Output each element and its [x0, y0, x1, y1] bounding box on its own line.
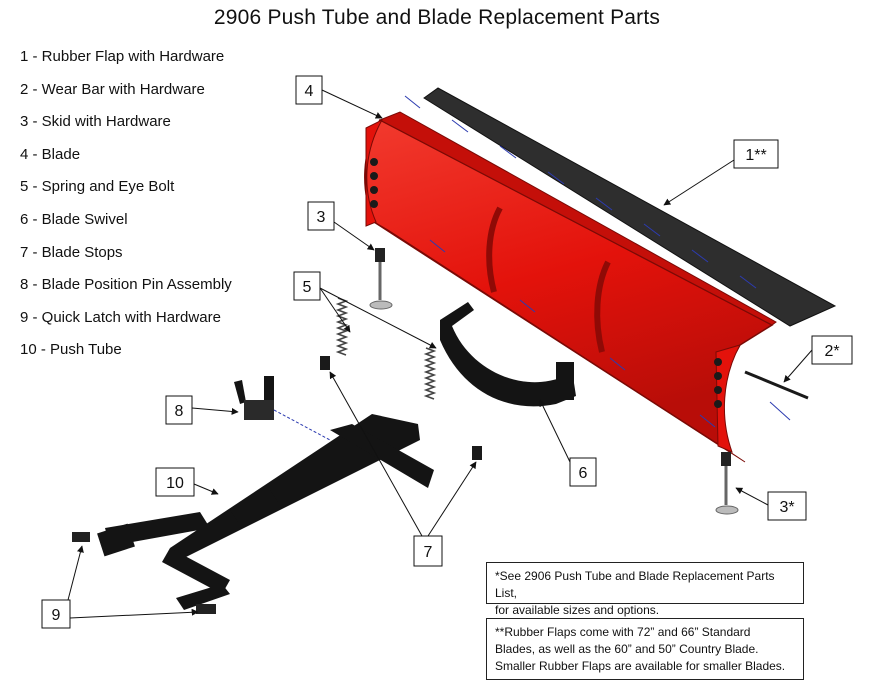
- callout-label: 2*: [824, 343, 839, 360]
- callout-9: 9: [41, 545, 199, 629]
- callout-5: 5: [293, 271, 437, 349]
- callout-8: 8: [165, 395, 239, 425]
- parts-list: 1 - Rubber Flap with Hardware 2 - Wear B…: [20, 46, 232, 372]
- availability-note: *See 2906 Push Tube and Blade Replacemen…: [486, 562, 804, 617]
- push-tube-part: [97, 414, 434, 610]
- parts-list-item: 8 - Blade Position Pin Assembly: [20, 276, 232, 294]
- parts-list-item: 7 - Blade Stops: [20, 243, 123, 261]
- callout-label: 3*: [779, 499, 794, 516]
- note-line: *See 2906 Push Tube and Blade Replacemen…: [495, 569, 775, 600]
- blade-stop-part: [320, 356, 482, 460]
- note-line: Blades, as well as the 60” and 50” Count…: [495, 642, 759, 656]
- page-title: 2906 Push Tube and Blade Replacement Par…: [213, 6, 661, 29]
- callout-10: 10: [155, 467, 219, 497]
- spring-part: [335, 297, 437, 400]
- rubber-flap-note: **Rubber Flaps come with 72” and 66” Sta…: [486, 618, 804, 680]
- wear-bar-part: [744, 370, 809, 400]
- callout-7: 7: [329, 371, 477, 567]
- callout-3-star: 3*: [735, 487, 807, 521]
- rubber-flap-part: [423, 87, 837, 327]
- blade-part: [364, 111, 777, 463]
- parts-list-item: 3 - Skid with Hardware: [20, 113, 171, 131]
- blade-swivel-part: [440, 302, 576, 407]
- callout-label: 8: [175, 403, 184, 420]
- note-line: Smaller Rubber Flaps are available for s…: [495, 659, 786, 673]
- callout-label: 9: [52, 607, 61, 624]
- callout-label: 4: [305, 83, 314, 100]
- callout-label: 10: [166, 475, 184, 492]
- position-pin-part: [234, 376, 331, 441]
- parts-list-item: 5 - Spring and Eye Bolt: [20, 178, 175, 196]
- callout-1: 1**: [663, 139, 779, 206]
- callout-label: 7: [424, 544, 433, 561]
- callout-3: 3: [307, 201, 375, 251]
- callout-6: 6: [539, 399, 597, 487]
- flap-bolts: [404, 95, 757, 289]
- callout-label: 1**: [745, 147, 766, 164]
- callout-label: 3: [317, 209, 326, 226]
- skid-part: [369, 248, 393, 310]
- callout-4: 4: [295, 75, 383, 119]
- parts-list-item: 2 - Wear Bar with Hardware: [20, 80, 205, 98]
- parts-list-item: 1 - Rubber Flap with Hardware: [20, 48, 225, 65]
- note-line: **Rubber Flaps come with 72” and 66” Sta…: [495, 625, 751, 639]
- parts-list-item: 10 - Push Tube: [20, 341, 122, 359]
- parts-list-item: 9 - Quick Latch with Hardware: [20, 308, 221, 326]
- wear-bar-hardware: [429, 239, 791, 428]
- callout-2: 2*: [783, 335, 853, 383]
- parts-list-item: 6 - Blade Swivel: [20, 210, 128, 228]
- callout-label: 5: [303, 279, 312, 296]
- note-line: for available sizes and options.: [495, 603, 660, 617]
- parts-list-item: 4 - Blade: [20, 145, 81, 163]
- quick-latch-part: [72, 532, 216, 614]
- skid-part: [715, 452, 739, 515]
- callout-label: 6: [579, 465, 588, 482]
